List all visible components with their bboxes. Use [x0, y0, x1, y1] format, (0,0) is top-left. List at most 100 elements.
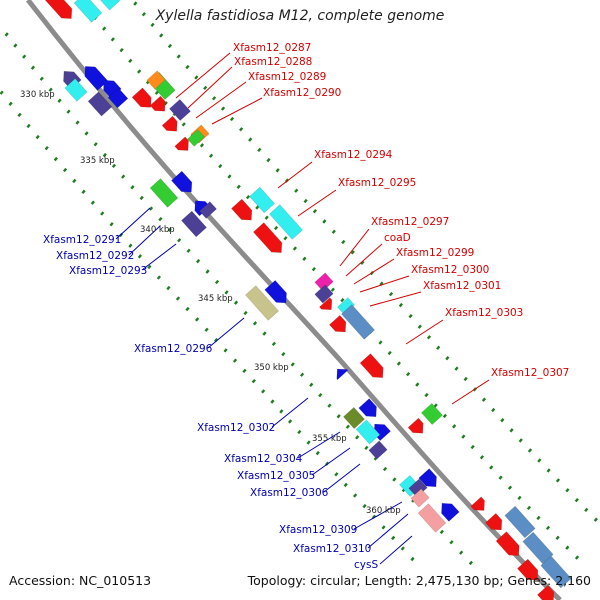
track-dot	[442, 413, 447, 419]
track-dot	[185, 64, 190, 70]
leader-line	[367, 513, 409, 549]
gene-feature	[169, 98, 191, 122]
track-dot	[275, 168, 280, 173]
gene-feature	[340, 304, 376, 340]
track-dot	[343, 482, 348, 488]
track-dot	[195, 259, 201, 264]
track-dot	[406, 371, 411, 377]
gene-label[interactable]: Xfasm12_0289	[248, 71, 326, 83]
track-dot	[167, 43, 172, 49]
track-dot	[128, 243, 133, 248]
track-dot	[57, 98, 62, 103]
gene-feature	[264, 279, 287, 304]
gene-label[interactable]: Xfasm12_0294	[314, 149, 393, 161]
leader-line	[353, 258, 395, 285]
track-dot	[232, 358, 238, 363]
gene-label[interactable]: Xfasm12_0296	[134, 343, 213, 355]
track-dot	[410, 556, 415, 562]
gene-label[interactable]: Xfasm12_0307	[491, 367, 569, 379]
gene-label[interactable]: Xfasm12_0291	[43, 234, 121, 246]
track-dot	[479, 455, 485, 460]
track-dot	[387, 350, 392, 356]
gene-feature	[42, 0, 73, 19]
leader-line	[175, 52, 231, 99]
gene-label[interactable]: Xfasm12_0304	[224, 453, 303, 465]
gene-label[interactable]: Xfasm12_0290	[263, 87, 341, 99]
gene-label[interactable]: Xfasm12_0299	[396, 247, 474, 259]
gene-feature	[368, 440, 388, 460]
gene-label[interactable]: Xfasm12_0287	[233, 42, 311, 54]
gene-feature	[174, 136, 189, 151]
track-dot	[150, 22, 155, 28]
gene-feature	[504, 505, 536, 539]
track-dot	[555, 535, 560, 540]
gene-feature	[358, 398, 377, 418]
track-dot	[294, 188, 299, 193]
leader-line	[311, 447, 351, 476]
track-dot	[300, 372, 305, 377]
track-dot	[262, 331, 267, 336]
track-dot	[345, 424, 350, 429]
gene-label[interactable]: coaD	[384, 232, 411, 244]
track-dot	[470, 444, 475, 450]
track-dot	[66, 109, 71, 114]
track-dot	[388, 291, 394, 297]
track-dot	[459, 550, 464, 555]
track-dot	[283, 236, 288, 241]
gene-label[interactable]: Xfasm12_0310	[293, 543, 371, 555]
track-dot	[415, 382, 420, 387]
track-dot	[507, 485, 513, 490]
gene-feature	[161, 115, 178, 132]
track-dot	[318, 392, 323, 398]
gene-label[interactable]: Xfasm12_0293	[69, 265, 147, 277]
gene-label[interactable]: cysS	[354, 559, 378, 571]
track-dot	[309, 382, 314, 387]
gene-label[interactable]: Xfasm12_0309	[279, 524, 357, 536]
track-dot	[102, 26, 107, 31]
gene-label[interactable]: Xfasm12_0292	[56, 250, 134, 262]
gene-feature	[314, 284, 334, 304]
gene-label[interactable]: Xfasm12_0302	[197, 422, 275, 434]
track-dot	[452, 424, 457, 429]
gene-feature	[244, 285, 280, 321]
gene-feature	[131, 87, 152, 108]
track-dot	[279, 409, 284, 414]
track-dot	[167, 227, 172, 232]
track-dot	[517, 495, 522, 501]
tick-label: 345 kbp	[198, 294, 233, 304]
gene-label[interactable]: Xfasm12_0306	[250, 487, 329, 499]
leader-line	[359, 275, 410, 293]
track-dot	[536, 515, 541, 521]
track-dot	[537, 458, 542, 463]
gene-label[interactable]: Xfasm12_0295	[338, 177, 416, 189]
track-dot	[175, 296, 181, 301]
gene-label[interactable]: Xfasm12_0288	[234, 56, 312, 68]
track-dot	[491, 407, 496, 413]
gene-label[interactable]: Xfasm12_0305	[237, 470, 315, 482]
track-dot	[468, 560, 473, 566]
track-dot	[84, 131, 89, 136]
features	[42, 0, 572, 600]
leader-line	[323, 463, 361, 493]
gene-label[interactable]: Xfasm12_0303	[445, 307, 523, 319]
track-dot	[574, 497, 579, 503]
track-dot	[218, 163, 223, 169]
track-dot	[194, 75, 199, 80]
track-dot	[243, 310, 248, 316]
track-dot	[223, 348, 228, 353]
track-dot	[8, 101, 13, 106]
track-dot	[439, 529, 444, 535]
track-dot	[355, 435, 360, 440]
gene-feature	[194, 200, 211, 217]
track-dot	[481, 397, 487, 402]
genome-backbone	[26, 0, 562, 600]
gene-label[interactable]: Xfasm12_0301	[423, 280, 501, 292]
track-dot	[322, 219, 327, 224]
gene-label[interactable]: Xfasm12_0297	[371, 216, 449, 228]
leader-line	[195, 81, 247, 119]
track-dot	[130, 185, 135, 190]
gene-label[interactable]: Xfasm12_0300	[411, 264, 489, 276]
track-dot	[574, 555, 580, 560]
track-dot	[498, 475, 503, 480]
